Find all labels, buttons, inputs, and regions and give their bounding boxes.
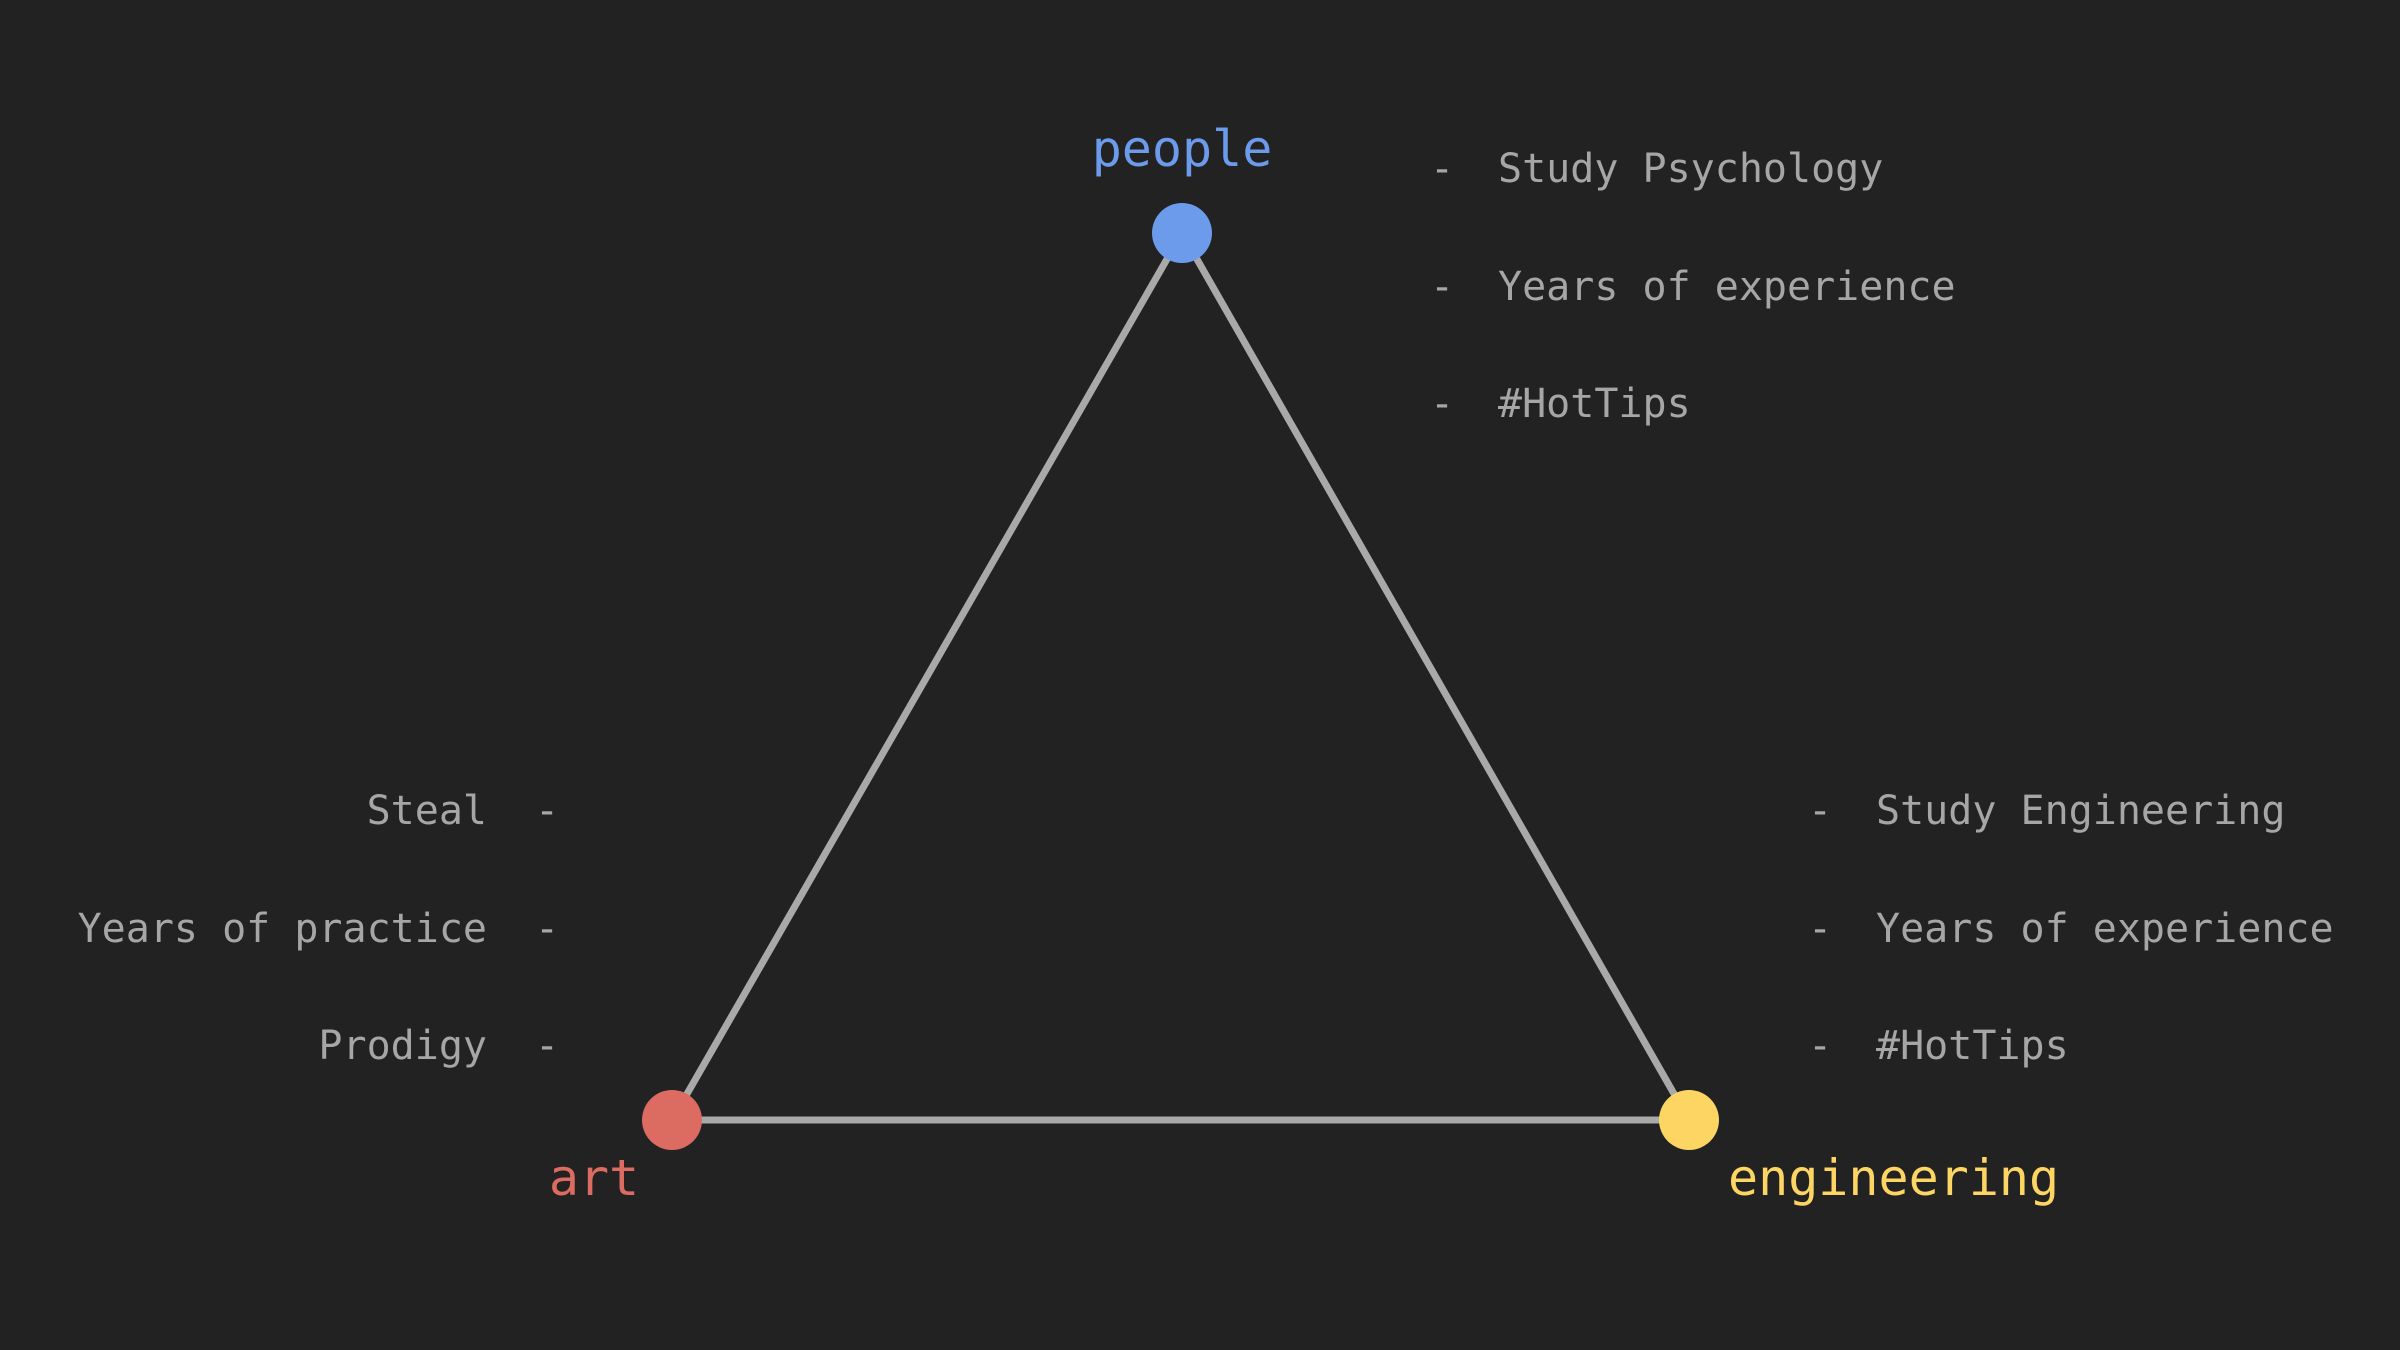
engineering-bullet-dash: - — [1808, 906, 1832, 952]
people-bullet-dash: - — [1430, 264, 1454, 310]
art-bullet-dash: - — [535, 788, 559, 834]
people-bullet-2: Years of experience — [1498, 264, 1956, 310]
edge-people-art — [668, 229, 1186, 1124]
people-bullet-3: #HotTips — [1498, 381, 1691, 427]
engineering-bullet-1: Study Engineering — [1876, 788, 2285, 834]
engineering-node — [1659, 1090, 1719, 1150]
people-node — [1152, 203, 1212, 263]
art-bullet-1: Steal — [367, 788, 487, 834]
engineering-bullet-dash: - — [1808, 788, 1832, 834]
art-node — [642, 1090, 702, 1150]
people-bullet-1: Study Psychology — [1498, 146, 1883, 192]
art-bullet-2: Years of practice — [78, 906, 487, 952]
engineering-bullet-2: Years of experience — [1876, 906, 2334, 952]
art-bullet-dash: - — [535, 906, 559, 952]
people-label: people — [1092, 120, 1273, 178]
engineering-label: engineering — [1728, 1149, 2059, 1207]
art-bullet-3: Prodigy — [318, 1023, 487, 1069]
people-bullet-dash: - — [1430, 146, 1454, 192]
engineering-bullet-3: #HotTips — [1876, 1023, 2069, 1069]
art-label: art — [549, 1149, 639, 1207]
edge-people-engineering — [1178, 229, 1693, 1124]
people-bullet-dash: - — [1430, 381, 1454, 427]
engineering-bullet-dash: - — [1808, 1023, 1832, 1069]
art-bullet-dash: - — [535, 1023, 559, 1069]
